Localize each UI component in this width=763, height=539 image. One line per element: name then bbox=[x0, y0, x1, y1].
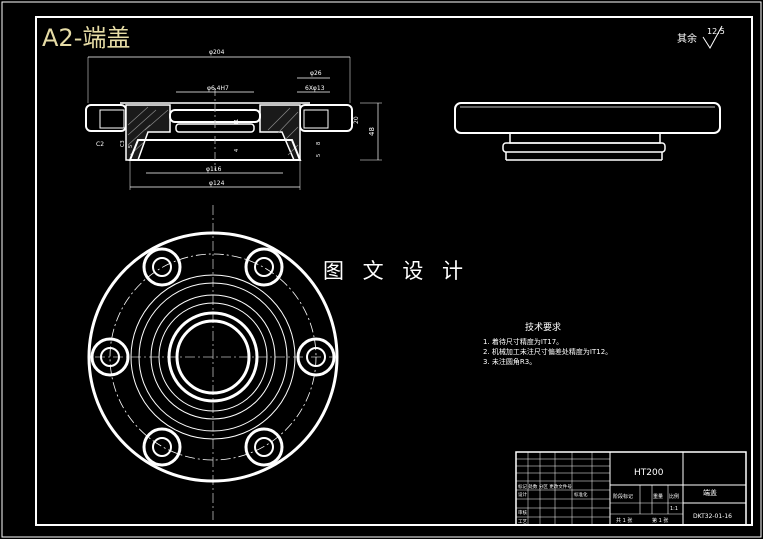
plan-ring-2 bbox=[138, 282, 288, 432]
drawing-number: DKT32-01-16 bbox=[693, 513, 732, 520]
tb-row-label-2: 设计 bbox=[518, 491, 527, 498]
material: HT200 bbox=[634, 468, 664, 478]
dim-hole-diameter: φ26 bbox=[310, 70, 322, 77]
section-bolt-hole-left bbox=[99, 109, 125, 129]
plan-ring-1 bbox=[130, 274, 296, 440]
sheet-count: 共 1 张 bbox=[616, 517, 632, 524]
bolt-hole bbox=[142, 427, 182, 467]
tech-heading: 技术要求 bbox=[525, 321, 561, 333]
plan-bore-outer bbox=[167, 311, 259, 403]
plan-bore-inner bbox=[175, 319, 251, 395]
dim-v4: 8 bbox=[316, 142, 322, 145]
surface-roughness-note: 其余 12.5 bbox=[677, 25, 725, 49]
tb-row-label-5: 工艺 bbox=[518, 519, 527, 525]
part-name: 端盖 bbox=[703, 488, 717, 497]
section-hatch-lines bbox=[127, 106, 299, 156]
scale-value: 1:1 bbox=[670, 506, 678, 512]
section-hatch-left bbox=[125, 104, 171, 161]
frame-border bbox=[35, 16, 753, 526]
side-spigot bbox=[509, 132, 661, 144]
section-hatch-right bbox=[259, 104, 301, 161]
dim-v6: 5 bbox=[128, 145, 134, 148]
tb-row-label-4: 审核 bbox=[518, 509, 527, 516]
dim-counterbore: 6Xφ13 bbox=[305, 85, 325, 92]
dim-v5: 5 bbox=[316, 154, 322, 157]
drawing-title: A2-端盖 bbox=[42, 24, 130, 52]
sheet-number: 第 1 张 bbox=[652, 517, 668, 524]
roughness-symbol-icon bbox=[702, 25, 723, 49]
section-dimension-labels: φ204 φ6.4H7 φ26 6Xφ13 φ116 φ124 48 20 11… bbox=[96, 49, 376, 187]
bolt-hole bbox=[244, 427, 284, 467]
dim-bore-diameter: φ6.4H7 bbox=[207, 85, 229, 92]
side-view bbox=[454, 102, 721, 161]
roughness-label: 其余 bbox=[677, 32, 697, 45]
section-view bbox=[85, 56, 382, 190]
dim-side-note: C3 bbox=[120, 140, 126, 147]
bolt-hole bbox=[90, 337, 130, 377]
plan-view bbox=[87, 205, 339, 520]
dim-spigot-diameter: φ116 bbox=[206, 166, 222, 173]
dim-chamfer: C2 bbox=[96, 141, 104, 148]
tb-row-label-3: 标准化 bbox=[574, 491, 588, 498]
tb-row-label-1: 标记 处数 分区 更改文件号 bbox=[518, 483, 572, 490]
bolt-hole bbox=[142, 247, 182, 287]
watermark: 图 文 设 计 bbox=[323, 259, 469, 283]
title-block bbox=[515, 451, 747, 526]
dim-base-diameter: φ124 bbox=[209, 180, 225, 187]
dim-v1: 20 bbox=[353, 116, 360, 124]
plan-bolt-holes bbox=[90, 247, 336, 467]
roughness-value: 12.5 bbox=[707, 27, 725, 36]
title-block-text: HT200 端盖 DKT32-01-16 阶段标记 重量 比例 1:1 共 1 … bbox=[518, 468, 732, 525]
dim-v2: 11 bbox=[234, 119, 240, 125]
bolt-hole bbox=[296, 337, 336, 377]
stage-header: 阶段标记 bbox=[613, 493, 633, 500]
bolt-hole bbox=[244, 247, 284, 287]
section-flange-left bbox=[85, 104, 127, 132]
dim-height: 48 bbox=[368, 127, 376, 136]
dim-v3: 4 bbox=[234, 149, 240, 152]
watermark-backdrop bbox=[318, 256, 454, 286]
side-ring bbox=[502, 142, 666, 153]
tech-item-3: 3. 未注圆角R3。 bbox=[483, 357, 536, 366]
section-bolt-hole-right bbox=[303, 109, 329, 129]
plan-outer-circle bbox=[87, 231, 339, 483]
plan-bolt-circle bbox=[109, 253, 317, 461]
side-flange bbox=[454, 102, 721, 134]
tech-requirements: 技术要求 1. 着待尺寸精度为IT17。 2. 机械加工未注尺寸偏差处精度为IT… bbox=[483, 321, 612, 366]
tech-item-2: 2. 机械加工未注尺寸偏差处精度为IT12。 bbox=[483, 347, 612, 356]
title-block-frame bbox=[515, 451, 747, 526]
dim-outer-diameter: φ204 bbox=[209, 49, 225, 56]
scale-header: 比例 bbox=[669, 493, 679, 500]
plan-ring-4 bbox=[158, 302, 268, 412]
tech-item-1: 1. 着待尺寸精度为IT17。 bbox=[483, 337, 563, 346]
weight-header: 重量 bbox=[653, 493, 663, 500]
section-flange-right bbox=[299, 104, 353, 132]
plan-ring-3 bbox=[150, 294, 276, 420]
